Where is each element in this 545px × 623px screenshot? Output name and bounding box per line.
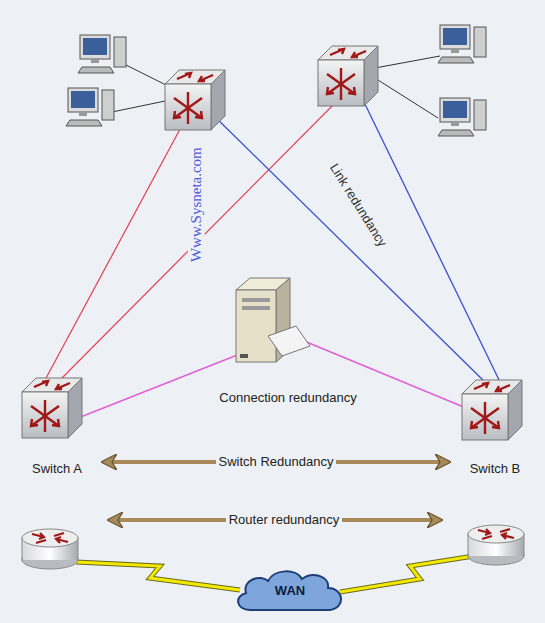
server-icon bbox=[236, 278, 310, 362]
wan-cloud: WAN bbox=[232, 566, 348, 618]
cloud-label: WAN bbox=[275, 583, 305, 602]
access-switch-icon bbox=[318, 46, 378, 106]
core-switch-icon bbox=[462, 380, 522, 440]
access-switch-icon bbox=[165, 70, 225, 130]
pc-icon bbox=[66, 88, 114, 126]
switch-node: Switch B bbox=[450, 374, 540, 476]
connection-label: Connection redundancy bbox=[216, 391, 359, 406]
device-label: Switch B bbox=[470, 461, 521, 476]
device-label: Switch A bbox=[32, 461, 82, 476]
pc-icon bbox=[78, 35, 126, 73]
pc-icon bbox=[438, 25, 486, 63]
pc-icon bbox=[438, 98, 486, 136]
core-switch-icon bbox=[22, 378, 82, 438]
router-icon bbox=[22, 529, 78, 569]
red-link bbox=[45, 100, 338, 382]
edge-label: Switch Redundancy bbox=[216, 455, 337, 470]
switch-node: Switch A bbox=[12, 372, 102, 476]
router-icon bbox=[468, 525, 524, 565]
link-label: Link redundancy bbox=[325, 158, 391, 252]
router-label: Router redundancy bbox=[226, 513, 343, 528]
blue-link bbox=[210, 98, 502, 386]
pc-wire bbox=[112, 56, 440, 118]
watermark: Www.Sysneta.com bbox=[187, 145, 204, 266]
